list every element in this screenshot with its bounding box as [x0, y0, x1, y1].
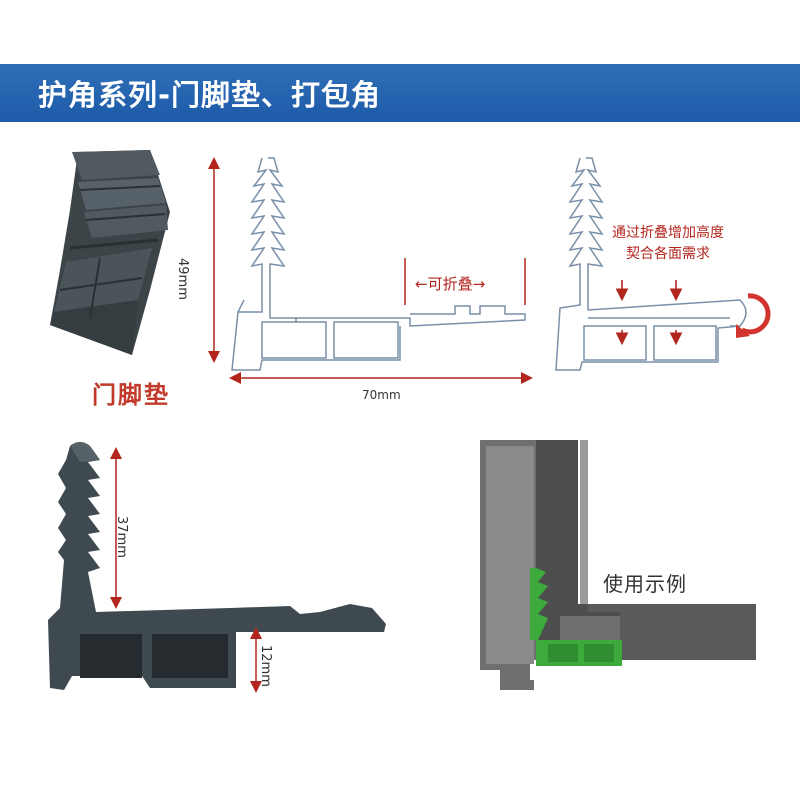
rotate-arrow-icon: [740, 293, 771, 335]
dimension-37: 37mm: [114, 516, 129, 558]
profile-dimensions: [208, 157, 533, 384]
page-title: 护角系列-门脚垫、打包角: [38, 78, 382, 112]
door-pad-render: [50, 150, 170, 355]
door-pad-label: 门脚垫: [92, 381, 170, 409]
dimension-49: 49mm: [175, 258, 190, 300]
folded-profile-outline: [555, 157, 747, 371]
profile-outline: [231, 157, 526, 371]
height-note-line1: 通过折叠增加高度: [612, 225, 724, 241]
fold-arrows: [615, 280, 683, 346]
rotate-arrowhead-icon: [736, 324, 750, 338]
header-banner: 护角系列-门脚垫、打包角: [0, 64, 800, 122]
dimension-12: 12mm: [258, 645, 273, 687]
cross-section-dimensions: [110, 447, 262, 693]
height-note-line2: 契合各面需求: [626, 246, 710, 262]
usage-example-label: 使用示例: [603, 572, 687, 596]
window-frame-corner-render: [480, 440, 756, 690]
cross-section-render: [48, 442, 386, 690]
dimension-70: 70mm: [362, 388, 401, 402]
foldable-label: ←可折叠→: [415, 275, 486, 293]
